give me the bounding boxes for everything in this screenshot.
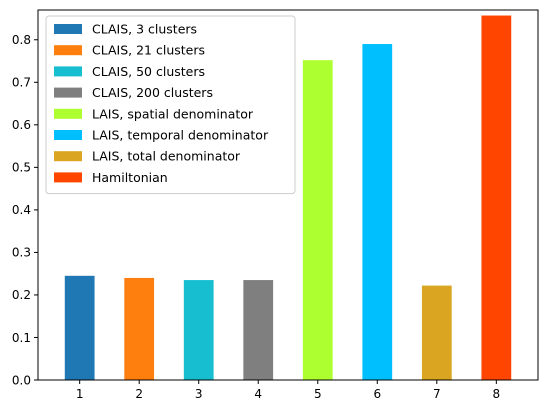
x-tick-label: 3 <box>195 387 203 401</box>
legend-box <box>45 15 296 195</box>
legend-swatch <box>54 172 82 183</box>
legend-label: LAIS, temporal denominator <box>92 128 269 143</box>
x-tick-label: 2 <box>135 387 143 401</box>
x-tick-label: 7 <box>433 387 441 401</box>
bar-8 <box>481 15 512 380</box>
legend-swatch <box>54 66 82 77</box>
legend-swatch <box>54 45 82 56</box>
y-tick-label: 0.2 <box>12 288 31 302</box>
legend-label: CLAIS, 3 clusters <box>92 22 197 37</box>
legend-label: LAIS, spatial denominator <box>92 106 254 121</box>
y-tick-label: 0.4 <box>12 203 31 217</box>
legend-label: CLAIS, 50 clusters <box>92 64 205 79</box>
legend-label: CLAIS, 21 clusters <box>92 43 205 58</box>
legend-swatch <box>54 24 82 34</box>
x-tick-label: 6 <box>373 387 381 401</box>
bar-6 <box>362 44 393 381</box>
y-tick-label: 0.6 <box>12 118 31 132</box>
bar-4 <box>243 280 274 380</box>
legend-swatch <box>54 130 82 140</box>
legend-swatch <box>54 87 82 98</box>
legend-label: Hamiltonian <box>92 170 168 185</box>
bar-2 <box>124 277 155 380</box>
bar-1 <box>64 275 95 380</box>
y-tick-label: 0.1 <box>12 331 31 345</box>
bar-5 <box>302 60 333 381</box>
legend-swatch <box>54 108 82 119</box>
y-axis: 0.0 0.1 0.2 0.3 0.4 0.5 0.6 0.7 0.8 <box>12 33 38 387</box>
y-tick-label: 0.8 <box>12 33 31 47</box>
x-tick-label: 5 <box>314 387 322 401</box>
bars-group <box>64 15 512 381</box>
plot-frame <box>37 9 539 381</box>
bar-3 <box>183 280 214 380</box>
y-tick-label: 0.3 <box>12 246 31 260</box>
y-tick-label: 0.5 <box>12 161 31 175</box>
x-axis: 1 2 3 4 5 6 7 8 <box>76 380 500 401</box>
x-tick-label: 4 <box>254 387 262 401</box>
legend-label: CLAIS, 200 clusters <box>92 85 213 100</box>
y-tick-label: 0.7 <box>12 76 31 90</box>
x-tick-label: 1 <box>76 387 84 401</box>
legend-label: LAIS, total denominator <box>92 149 241 164</box>
x-tick-label: 8 <box>493 387 501 401</box>
legend-swatch <box>54 151 82 162</box>
y-tick-label: 0.0 <box>12 373 31 387</box>
bar-7 <box>421 285 452 380</box>
